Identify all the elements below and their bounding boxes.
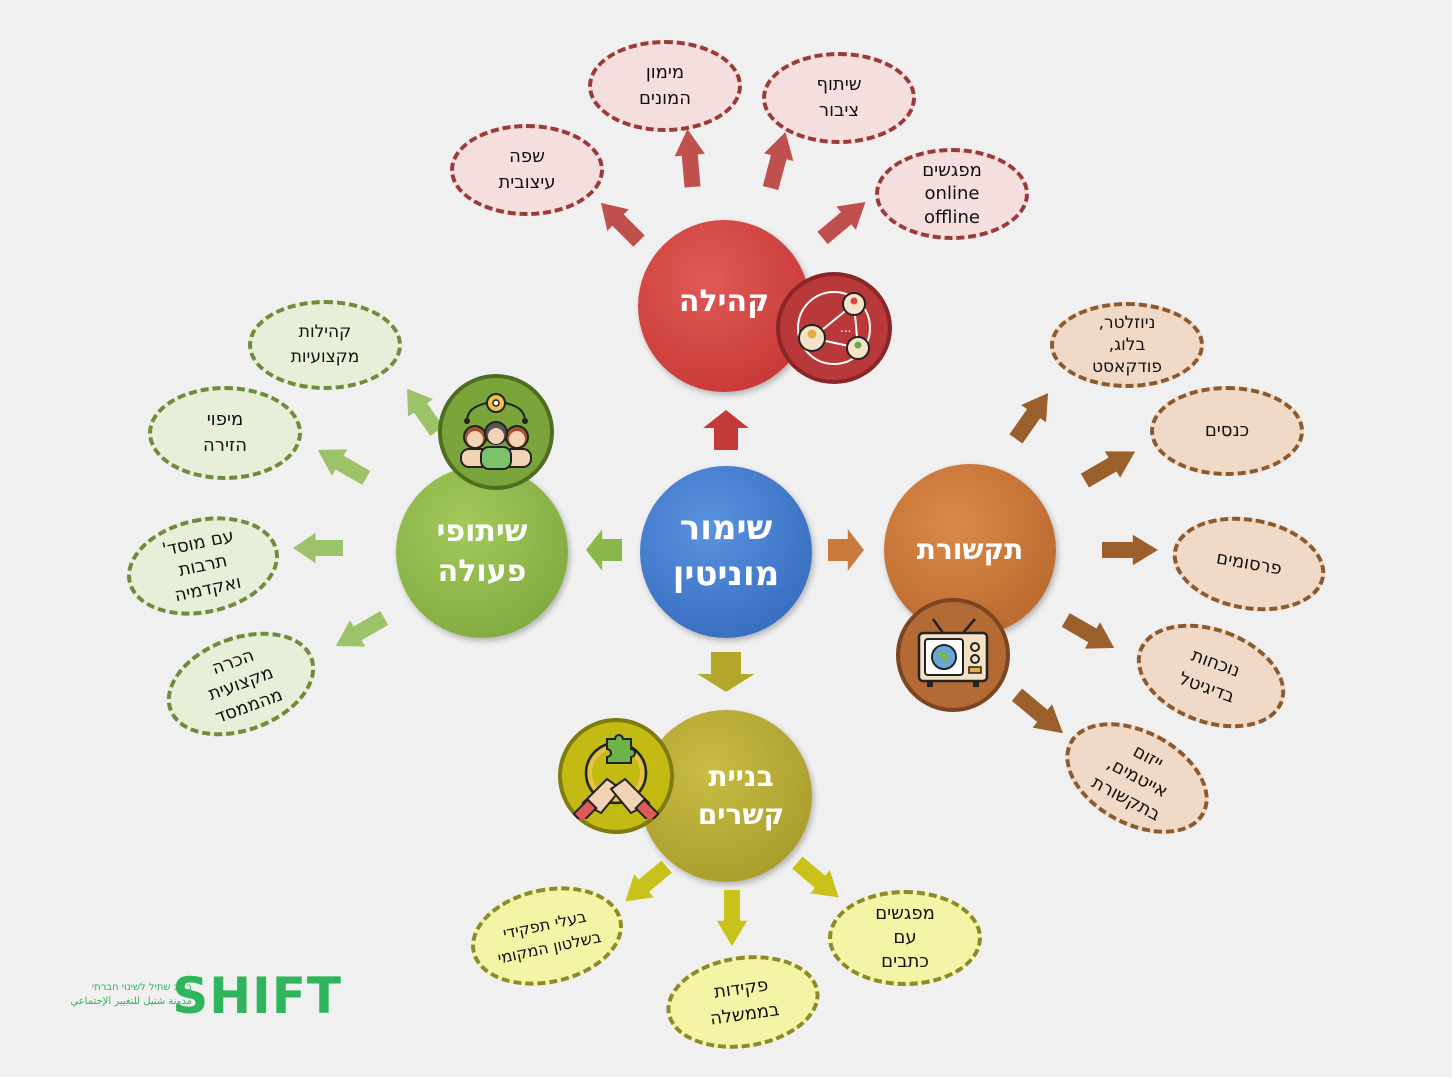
- arrow-community-3: [762, 131, 794, 191]
- arrow-communication-4: [1061, 613, 1115, 649]
- bubble-label: עם מוסד' תרבות ואקדמיה: [160, 525, 244, 606]
- arrow-community-4: [817, 202, 866, 245]
- hub-partnerships-label: שיתופי פעולה: [436, 513, 528, 590]
- hub-community-label: קהילה: [678, 283, 770, 319]
- hub-relations-label: בניית קשרים: [697, 760, 785, 831]
- bubble-label: בעלי תפקידי בשלטון המקומי: [495, 906, 603, 968]
- bubble-label: קהילות מקצועיות: [290, 322, 360, 367]
- arrow-to-relations: [697, 652, 755, 692]
- bubble-professional-communities: קהילות מקצועיות: [248, 300, 402, 390]
- logo-word: SHIFT: [172, 967, 342, 1025]
- center-label: שימור מוניטין: [672, 508, 780, 594]
- arrow-community-2: [674, 129, 705, 188]
- center-node: שימור מוניטין: [640, 466, 812, 638]
- bubble-label: שפה עיצובית: [498, 145, 556, 193]
- bubble-journalist-meetings: מפגשים עם כתבים: [828, 890, 982, 986]
- hub-partnerships: שיתופי פעולה: [396, 466, 568, 638]
- arrow-relations-1: [625, 860, 672, 902]
- bubble-label: ייזום אייטמים, בתקשורת: [1088, 740, 1172, 826]
- bubble-label: ניוזלטר, בלוג, פודקאסט: [1092, 312, 1163, 378]
- handshake-puzzle-icon: [558, 718, 674, 834]
- hub-relations: בניית קשרים: [640, 710, 812, 882]
- bubble-conferences: כנסים: [1150, 386, 1304, 476]
- arrow-to-partnerships: [586, 529, 622, 571]
- team-gear-icon: [438, 374, 554, 490]
- arrow-to-communication: [828, 529, 864, 571]
- tv-icon: [896, 598, 1010, 712]
- bubble-newsletter-blog-podcast: ניוזלטר, בלוג, פודקאסט: [1050, 302, 1204, 388]
- arrow-to-community: [703, 410, 749, 450]
- hub-communication-label: תקשורת: [916, 533, 1024, 567]
- arrow-communication-2: [1080, 451, 1136, 488]
- bubble-label: מיפוי הזירה: [203, 408, 247, 456]
- bubble-design-language: שפה עיצובית: [450, 124, 604, 216]
- arrow-relations-2: [716, 890, 748, 946]
- bubble-label: פקידות בממשלה: [708, 974, 781, 1030]
- logo-hebrew-tagline: בלוג שתיל לשינוי חברתי: [91, 982, 192, 993]
- arrow-community-1: [600, 202, 645, 247]
- bubble-meetings-online-offline: מפגשים online offline: [875, 148, 1029, 240]
- community-network-icon: ...: [776, 272, 892, 384]
- bubble-crowdfunding: מימון המונים: [588, 40, 742, 132]
- arrow-communication-1: [1009, 393, 1049, 444]
- bubble-label: נוכחות בדיגיטל: [1176, 644, 1243, 708]
- logo-arabic-tagline: مدونة شتيل للتغيير الإجتماعي: [70, 996, 192, 1007]
- bubble-public-participation: שיתוף ציבור: [762, 52, 916, 144]
- bubble-label: מפגשים online offline: [922, 159, 982, 228]
- bubble-label: כנסים: [1204, 419, 1250, 441]
- bubble-label: מפגשים עם כתבים: [875, 902, 935, 973]
- arrow-relations-3: [792, 856, 839, 898]
- arrow-partnerships-3: [293, 532, 343, 564]
- bubble-label: מימון המונים: [638, 61, 692, 109]
- arrow-partnerships-1: [407, 388, 444, 436]
- bubble-arena-mapping: קהילות מקצועיות מיפוי הזירה: [148, 386, 302, 480]
- bubble-label: שיתוף ציבור: [816, 73, 862, 121]
- bubble-label: פרסומים: [1214, 547, 1284, 580]
- svg-text:...: ...: [840, 321, 851, 335]
- arrow-partnerships-2: [317, 449, 371, 485]
- arrow-communication-3: [1102, 534, 1158, 566]
- arrow-partnerships-4: [335, 611, 389, 647]
- arrow-communication-5: [1011, 688, 1063, 734]
- shift-logo: SHIFT בלוג שתיל לשינוי חברתי مدونة شتيل …: [62, 968, 342, 1024]
- bubble-label: הכרה מקצועית מהממסד: [205, 644, 286, 728]
